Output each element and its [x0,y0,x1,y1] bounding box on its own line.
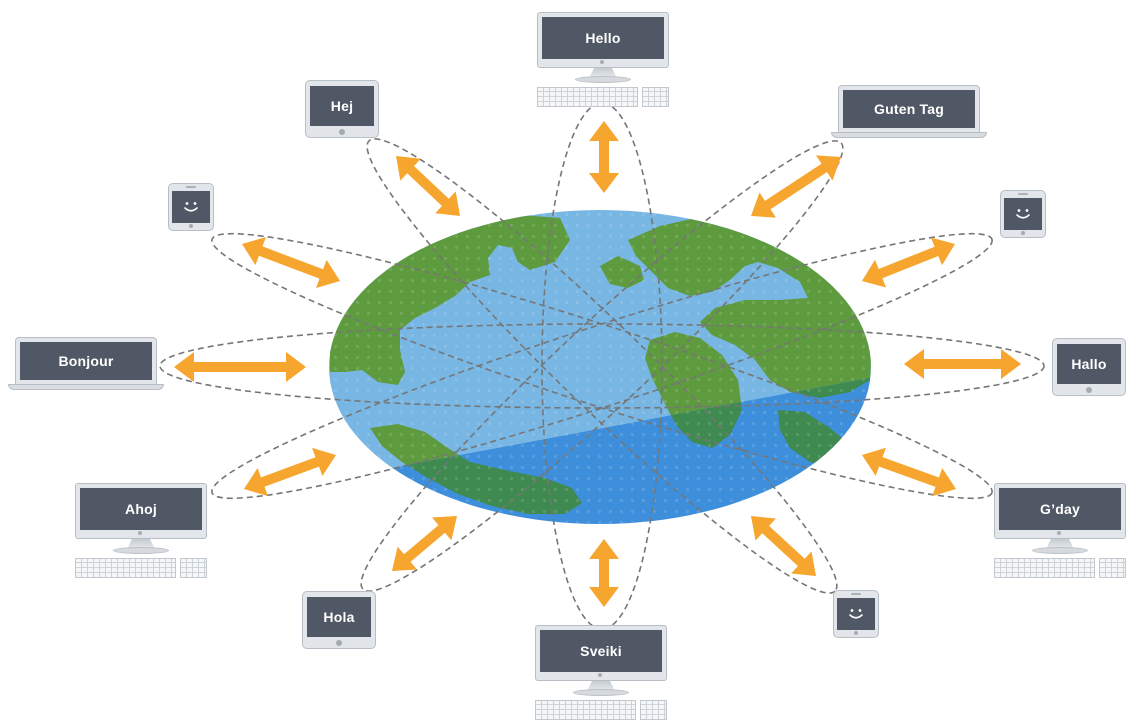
monitor-screen: Hello [542,17,664,59]
greeting-text: G’day [1040,501,1080,517]
tablet-screen: Hej [310,86,374,126]
double-arrow-bottom-icon [589,539,619,607]
double-arrow-top-icon [589,121,619,193]
power-indicator [600,60,604,64]
laptop-icon: Bonjour [8,337,164,391]
keyboard-numpad [1099,558,1126,578]
smartphone-icon [1000,190,1046,238]
double-arrow-right-upper-icon [862,237,955,288]
monitor: Hello [537,12,669,68]
monitor-stand [1046,539,1074,549]
monitor: Sveiki [535,625,667,681]
tablet-screen: Hola [307,597,371,637]
smiley-icon [1016,209,1030,219]
phone-screen [837,598,875,630]
double-arrow-right-lower-icon [862,447,956,497]
phone-screen [1004,198,1042,230]
home-button [1021,231,1025,235]
greeting-text: Ahoj [125,501,157,517]
monitor-base [113,547,169,554]
tablet-icon: Hej [305,80,379,138]
double-arrow-left-upper-icon [242,237,340,288]
monitor-stand [587,681,615,691]
greeting-text: Hej [330,98,354,114]
laptop-base [8,384,164,390]
phone-body [168,183,214,231]
laptop-lid: Guten Tag [838,85,980,133]
phone-body [833,590,879,638]
laptop-icon: Guten Tag [831,85,987,139]
greeting-text: Hola [323,609,355,625]
laptop-base [831,132,987,138]
home-button [189,224,193,228]
monitor-base [573,689,629,696]
phone-body [1000,190,1046,238]
home-button [1086,387,1092,393]
smiley-icon [849,609,863,619]
laptop-lid: Bonjour [15,337,157,385]
monitor: Ahoj [75,483,207,539]
tablet-screen: Hallo [1057,344,1121,384]
keyboard-numpad [640,700,667,720]
smartphone-icon [168,183,214,231]
orbit-diagonal-up [360,140,844,592]
greeting-text: Bonjour [58,353,114,369]
power-indicator [598,673,602,677]
phone-speaker [1018,193,1028,195]
monitor-stand [127,539,155,549]
double-arrow-upper-left-icon [396,156,460,216]
monitor-base [1032,547,1088,554]
connection-arrows [174,121,1021,607]
phone-speaker [851,593,861,595]
keyboard [994,558,1095,578]
monitor-stand [589,68,617,78]
home-button [339,129,345,135]
keyboard [535,700,636,720]
power-indicator [1057,531,1061,535]
smiley-icon [184,202,198,212]
double-arrow-lower-right-icon [751,516,816,576]
home-button [854,631,858,635]
monitor-screen: Ahoj [80,488,202,530]
keyboard [537,87,638,107]
double-arrow-lower-left-icon [392,516,457,571]
tablet-body: Hej [305,80,379,138]
double-arrow-left-lower-icon [244,447,336,497]
home-button [336,640,342,646]
globe-icon [329,210,871,524]
keyboard-numpad [180,558,207,578]
greeting-text: Hello [585,30,621,46]
monitor-base [575,76,631,83]
keyboard-numpad [642,87,669,107]
tablet-body: Hola [302,591,376,649]
tablet-icon: Hallo [1052,338,1126,396]
desktop-computer-icon: Sveiki [535,625,667,720]
greeting-text: Hallo [1071,356,1107,372]
phone-speaker [186,186,196,188]
double-arrow-left-icon [174,352,306,382]
power-indicator [138,531,142,535]
double-arrow-upper-right-icon [751,155,841,218]
monitor: G’day [994,483,1126,539]
desktop-computer-icon: Ahoj [75,483,207,578]
laptop-screen: Guten Tag [843,90,975,128]
greeting-text: Sveiki [580,643,622,659]
smartphone-icon [833,590,879,638]
monitor-screen: G’day [999,488,1121,530]
double-arrow-right-icon [904,349,1021,379]
keyboard [75,558,176,578]
monitor-screen: Sveiki [540,630,662,672]
laptop-screen: Bonjour [20,342,152,380]
desktop-computer-icon: G’day [994,483,1126,578]
greeting-text: Guten Tag [874,101,944,117]
orbit-shallow-down [211,232,993,500]
desktop-computer-icon: Hello [537,12,669,107]
tablet-body: Hallo [1052,338,1126,396]
orbit-shallow-up [211,232,993,500]
phone-screen [172,191,210,223]
tablet-icon: Hola [302,591,376,649]
